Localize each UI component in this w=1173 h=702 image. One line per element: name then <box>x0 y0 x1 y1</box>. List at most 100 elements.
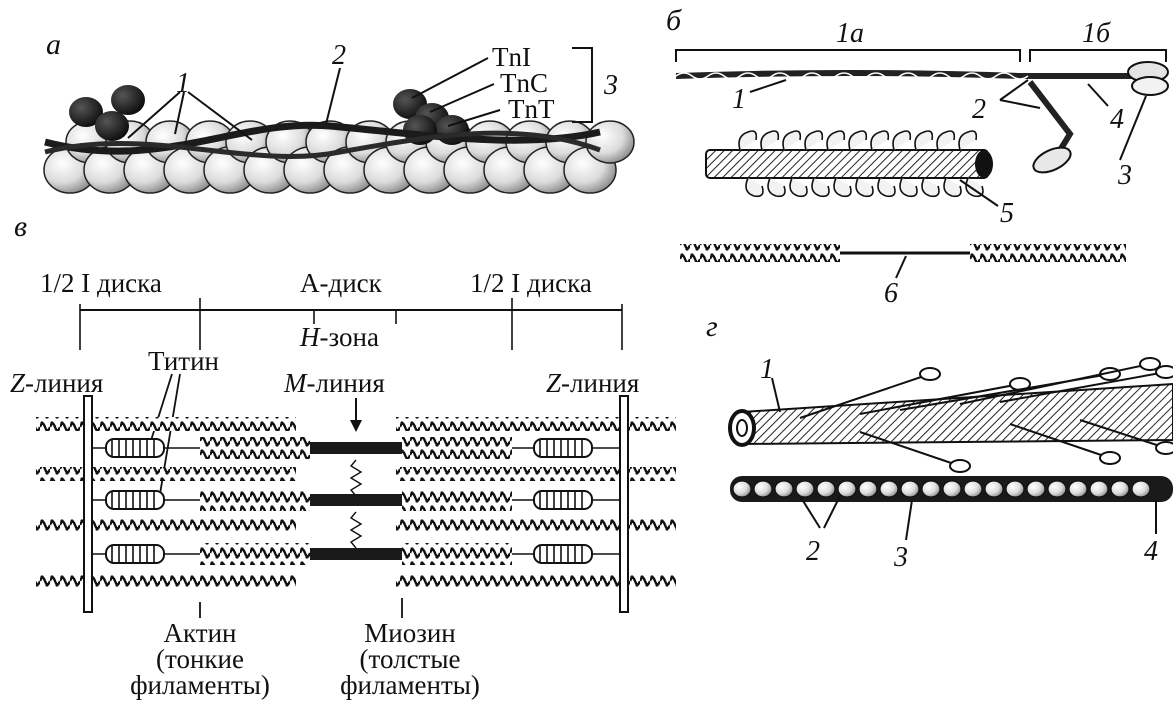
h-zone-label: H-зона <box>299 322 379 352</box>
z-line-right <box>620 396 628 612</box>
label-3: 3 <box>603 70 618 101</box>
filament-bead <box>754 481 772 497</box>
myosin-head-2 <box>1132 77 1168 95</box>
myosin-heads-right <box>402 489 512 511</box>
z-line-left <box>84 396 92 612</box>
filament-bead <box>1132 481 1150 497</box>
z-line-left-label: Z-линия <box>10 368 103 398</box>
titin-spring-left <box>106 439 164 457</box>
leader-b2a <box>1000 80 1028 100</box>
filament-bead <box>1048 481 1066 497</box>
myosin-head-bottom <box>746 178 763 196</box>
bracket-1a <box>676 50 1020 62</box>
actin-filament-left <box>36 417 296 431</box>
myosin-head-top <box>805 131 822 150</box>
actin-filament-left <box>36 519 296 533</box>
label-b3: 3 <box>1117 160 1132 191</box>
label-1b: 1б <box>1082 18 1111 49</box>
leader-2 <box>326 68 340 124</box>
filament-bead <box>943 481 961 497</box>
panel-c: в 1/2 I диска А-диск 1/2 I диска H-зона … <box>10 210 676 700</box>
myosin-head-folded <box>1030 142 1075 177</box>
titin-spring-left <box>106 491 164 509</box>
leader-tnc <box>430 84 494 112</box>
filament-bead <box>775 481 793 497</box>
h-zone-rest: -зона <box>320 322 379 352</box>
myosin-head-top <box>783 131 800 150</box>
label-d3: 3 <box>893 542 908 573</box>
bipolar-filament-left <box>680 244 840 262</box>
filament-bead <box>1069 481 1087 497</box>
z-line-right-label: Z-линия <box>546 368 639 398</box>
myosin-head-top <box>827 131 844 150</box>
myosin-bare-zone <box>310 548 402 560</box>
panel-b: б 1а 1б 1 2 4 3 5 6 <box>666 4 1168 309</box>
label-1: 1 <box>176 68 190 99</box>
z-line-right-rest: -линия <box>561 368 639 398</box>
panel-a-letter: а <box>46 28 61 61</box>
m-line-arrow-head <box>350 420 362 432</box>
rod-arm-head <box>1100 452 1120 464</box>
label-b6: 6 <box>884 278 898 309</box>
rod-arm-head <box>950 460 970 472</box>
myosin-head-bottom <box>790 178 807 196</box>
thick-filament-rod <box>706 150 988 178</box>
myosin-head-top <box>937 131 954 150</box>
rod-body <box>742 384 1173 444</box>
half-i-disk-left: 1/2 I диска <box>40 268 162 298</box>
myosin-head-top <box>893 131 910 150</box>
bracket-1b <box>1030 50 1166 62</box>
myosin-heads-right <box>402 437 512 459</box>
panel-d-letter: г <box>706 310 718 343</box>
rod-arm-head <box>1156 366 1173 378</box>
leader-b6 <box>896 256 906 278</box>
myosin-head-top <box>959 131 976 150</box>
myosin-head-bottom <box>878 178 895 196</box>
label-1a: 1а <box>836 18 864 49</box>
actin-filament-left <box>36 573 296 587</box>
leader-b2b <box>1000 100 1040 108</box>
filament-bead <box>1111 481 1129 497</box>
z-line-right-letter: Z <box>546 368 562 398</box>
label-d2: 2 <box>806 536 820 567</box>
actin-label-3: филаменты) <box>130 670 270 700</box>
filament-bead <box>964 481 982 497</box>
troponin-subunit <box>111 85 145 115</box>
label-d4: 4 <box>1144 536 1158 567</box>
actin-filament-right <box>396 519 676 533</box>
a-disk-label: А-диск <box>300 268 383 298</box>
tnt-label: TnT <box>508 94 555 124</box>
myosin-heads-left <box>200 437 310 459</box>
m-line-rest: -линия <box>307 368 385 398</box>
filament-bead <box>859 481 877 497</box>
leader-d3 <box>906 500 912 540</box>
rod-arm-head <box>920 368 940 380</box>
panel-c-letter: в <box>14 210 27 243</box>
panel-a: а 1 2 TnI TnC TnT 3 <box>44 28 634 193</box>
myosin-head-bottom <box>944 178 961 196</box>
filament-bead <box>1006 481 1024 497</box>
actin-filament-right <box>396 467 676 481</box>
myosin-head-bottom <box>768 178 785 196</box>
label-b5: 5 <box>1000 198 1014 229</box>
filament-bead <box>1027 481 1045 497</box>
myosin-head-top <box>849 131 866 150</box>
myosin-heads-right <box>402 543 512 565</box>
filament-bead <box>901 481 919 497</box>
myosin-head-top <box>871 131 888 150</box>
myosin-label-3: филаменты) <box>340 670 480 700</box>
label-b2: 2 <box>972 94 986 125</box>
filament-bead <box>922 481 940 497</box>
actin-bead-upper <box>586 121 634 163</box>
rod-end-hole <box>737 420 747 436</box>
myosin-head-top <box>761 131 778 150</box>
myosin-head-bottom <box>834 178 851 196</box>
m-line-letter: M <box>283 368 308 398</box>
titin-label: Титин <box>148 346 219 376</box>
filament-bead <box>733 481 751 497</box>
titin-spring-right <box>534 439 592 457</box>
filament-bead <box>817 481 835 497</box>
rod-arm-head <box>1156 442 1173 454</box>
titin-spring-right <box>534 491 592 509</box>
h-zone-letter: H <box>299 322 321 352</box>
